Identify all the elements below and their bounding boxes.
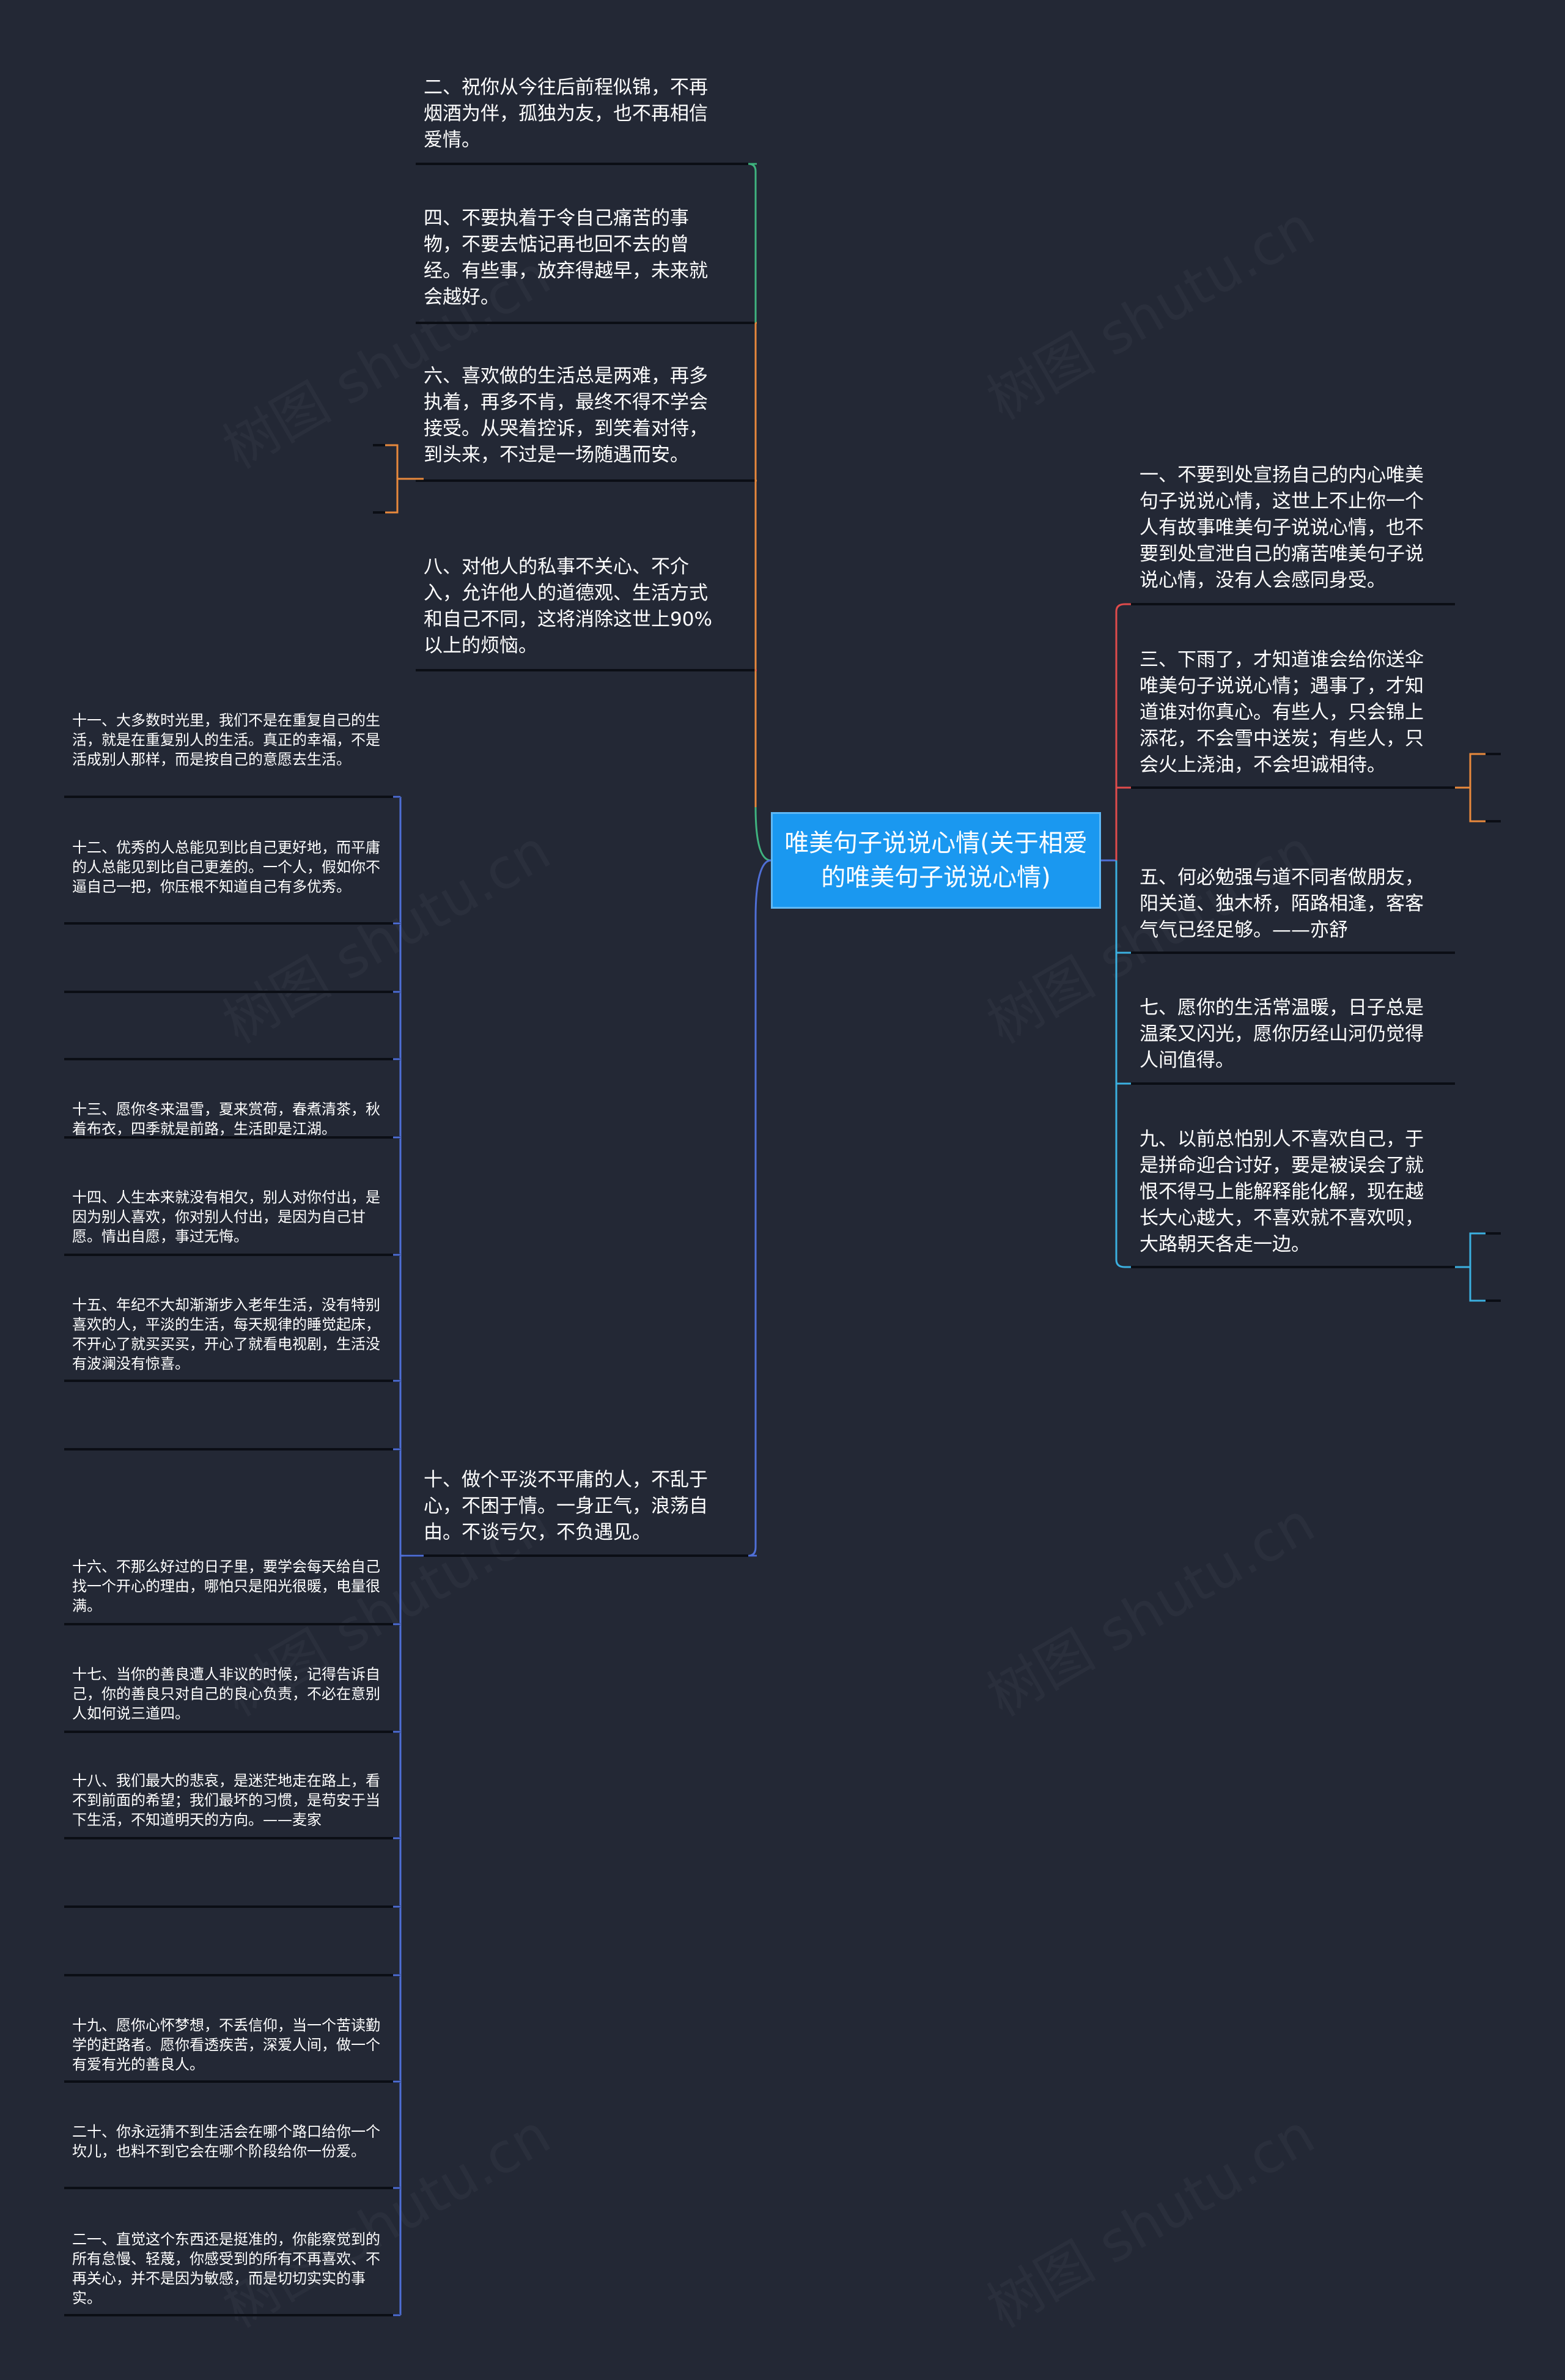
- branch-connector: [1115, 603, 1131, 860]
- left-node-text: 十、做个平淡不平庸的人，不乱于心，不困于情。一身正气，浪荡自由。不谈亏欠，不负遇…: [424, 1469, 708, 1543]
- central-topic[interactable]: 唯美句子说说心情(关于相爱的唯美句子说说心情): [771, 812, 1101, 909]
- sub-node-14[interactable]: 十四、人生本来就没有相欠，别人对你付出，是因为别人喜欢，你对别人付出，是因为自己…: [72, 1188, 384, 1246]
- branch-connector: [748, 859, 771, 1557]
- sub-node-17[interactable]: 十七、当你的善良遭人非议的时候，记得告诉自己，你的善良只对自己的良心负责，不必在…: [72, 1665, 384, 1723]
- sub-node-text: 十四、人生本来就没有相欠，别人对你付出，是因为别人喜欢，你对别人付出，是因为自己…: [72, 1189, 380, 1245]
- bracket-connector: [1469, 1267, 1486, 1302]
- sub-node-text: 十七、当你的善良遭人非议的时候，记得告诉自己，你的善良只对自己的良心负责，不必在…: [72, 1666, 380, 1722]
- left-node-4[interactable]: 四、不要执着于令自己痛苦的事物，不要去惦记再也回不去的曾经。有些事，放弃得越早，…: [424, 205, 726, 311]
- left-node-6[interactable]: 六、喜欢做的生活总是两难，再多执着，再多不肯，最终不得不学会接受。从哭着控诉，到…: [424, 363, 726, 468]
- sub-node-18[interactable]: 十八、我们最大的悲哀，是迷茫地走在路上，看不到前面的希望；我们最坏的习惯，是苟安…: [72, 1771, 384, 1830]
- sub-node-text: 二一、直觉这个东西还是挺准的，你能察觉到的所有怠慢、轻蔑，你感受到的所有不再喜欢…: [72, 2231, 380, 2307]
- sub-node-20[interactable]: 二十、你永远猜不到生活会在哪个路口给你一个坎儿，也料不到它会在哪个阶段给你一份爱…: [72, 2122, 384, 2161]
- left-node-text: 六、喜欢做的生活总是两难，再多执着，再多不肯，最终不得不学会接受。从哭着控诉，到…: [424, 365, 708, 466]
- left-node-8[interactable]: 八、对他人的私事不关心、不介入，允许他人的道德观、生活方式和自己不同，这将消除这…: [424, 554, 726, 659]
- sub-node-text: 十五、年纪不大却渐渐步入老年生活，没有特别喜欢的人，平淡的生活，每天规律的睡觉起…: [72, 1296, 380, 1372]
- right-node-text: 九、以前总怕别人不喜欢自己，于是拼命迎合讨好，要是被误会了就恨不得马上能解释能化…: [1140, 1128, 1424, 1255]
- right-node-text: 七、愿你的生活常温暖，日子总是温柔又闪光，愿你历经山河仍觉得人间值得。: [1140, 997, 1424, 1071]
- sub-node-text: 十六、不那么好过的日子里，要学会每天给自己找一个开心的理由，哪怕只是阳光很暖，电…: [72, 1558, 380, 1614]
- left-node-2[interactable]: 二、祝你从今往后前程似锦，不再烟酒为伴，孤独为友，也不再相信爱情。: [424, 75, 726, 153]
- sub-node-21[interactable]: 二一、直觉这个东西还是挺准的，你能察觉到的所有怠慢、轻蔑，你感受到的所有不再喜欢…: [72, 2230, 384, 2308]
- sub-node-12[interactable]: 十二、优秀的人总能见到比自己更好地，而平庸的人总能见到比自己更差的。一个人，假如…: [72, 838, 384, 896]
- bracket-connector: [1455, 1232, 1501, 1268]
- sub-node-11[interactable]: 十一、大多数时光里，我们不是在重复自己的生活，就是在重复别人的生活。真正的幸福，…: [72, 711, 384, 769]
- right-node-text: 五、何必勉强与道不同者做朋友，阳关道、独木桥，陌路相逢，客客气气已经足够。——亦…: [1140, 867, 1424, 941]
- central-topic-label: 唯美句子说说心情(关于相爱的唯美句子说说心情): [784, 829, 1088, 892]
- left-node-text: 二、祝你从今往后前程似锦，不再烟酒为伴，孤独为友，也不再相信爱情。: [424, 76, 708, 151]
- branch-connector: [1115, 860, 1131, 1268]
- sub-node-text: 十三、愿你冬来温雪，夏来赏荷，春煮清茶，秋着布衣，四季就是前路，生活即是江湖。: [72, 1101, 380, 1137]
- right-node-7[interactable]: 七、愿你的生活常温暖，日子总是温柔又闪光，愿你历经山河仍觉得人间值得。: [1140, 995, 1442, 1074]
- bracket-connector: [1469, 788, 1486, 822]
- sub-node-text: 十二、优秀的人总能见到比自己更好地，而平庸的人总能见到比自己更差的。一个人，假如…: [72, 839, 380, 895]
- left-node-text: 四、不要执着于令自己痛苦的事物，不要去惦记再也回不去的曾经。有些事，放弃得越早，…: [424, 207, 708, 308]
- sub-node-text: 二十、你永远猜不到生活会在哪个路口给你一个坎儿，也料不到它会在哪个阶段给你一份爱…: [72, 2123, 380, 2160]
- right-node-5[interactable]: 五、何必勉强与道不同者做朋友，阳关道、独木桥，陌路相逢，客客气气已经足够。——亦…: [1140, 865, 1442, 944]
- left-node-text: 八、对他人的私事不关心、不介入，允许他人的道德观、生活方式和自己不同，这将消除这…: [424, 556, 712, 657]
- bracket-connector: [1455, 753, 1501, 789]
- branch-connector: [748, 163, 771, 862]
- right-node-text: 一、不要到处宣扬自己的内心唯美句子说说心情，这世上不止你一个人有故事唯美句子说说…: [1140, 464, 1424, 591]
- sub-node-13[interactable]: 十三、愿你冬来温雪，夏来赏荷，春煮清茶，秋着布衣，四季就是前路，生活即是江湖。: [72, 1099, 384, 1139]
- right-node-text: 三、下雨了，才知道谁会给你送伞唯美句子说说心情；遇事了，才知道谁对你真心。有些人…: [1140, 649, 1424, 776]
- bracket-connector: [373, 444, 399, 514]
- left-node-10[interactable]: 十、做个平淡不平庸的人，不乱于心，不困于情。一身正气，浪荡自由。不谈亏欠，不负遇…: [424, 1467, 726, 1546]
- sub-node-text: 十一、大多数时光里，我们不是在重复自己的生活，就是在重复别人的生活。真正的幸福，…: [72, 712, 380, 768]
- sub-node-15[interactable]: 十五、年纪不大却渐渐步入老年生活，没有特别喜欢的人，平淡的生活，每天规律的睡觉起…: [72, 1295, 384, 1373]
- sub-node-text: 十九、愿你心怀梦想，不丢信仰，当一个苦读勤学的赶路者。愿你看透疾苦，深爱人间，做…: [72, 2017, 380, 2073]
- right-node-9[interactable]: 九、以前总怕别人不喜欢自己，于是拼命迎合讨好，要是被误会了就恨不得马上能解释能化…: [1140, 1126, 1442, 1258]
- sub-node-16[interactable]: 十六、不那么好过的日子里，要学会每天给自己找一个开心的理由，哪怕只是阳光很暖，电…: [72, 1557, 384, 1616]
- right-node-1[interactable]: 一、不要到处宣扬自己的内心唯美句子说说心情，这世上不止你一个人有故事唯美句子说说…: [1140, 462, 1442, 594]
- right-node-3[interactable]: 三、下雨了，才知道谁会给你送伞唯美句子说说心情；遇事了，才知道谁对你真心。有些人…: [1140, 647, 1442, 778]
- sub-node-text: 十八、我们最大的悲哀，是迷茫地走在路上，看不到前面的希望；我们最坏的习惯，是苟安…: [72, 1772, 380, 1828]
- sub-node-19[interactable]: 十九、愿你心怀梦想，不丢信仰，当一个苦读勤学的赶路者。愿你看透疾苦，深爱人间，做…: [72, 2016, 384, 2074]
